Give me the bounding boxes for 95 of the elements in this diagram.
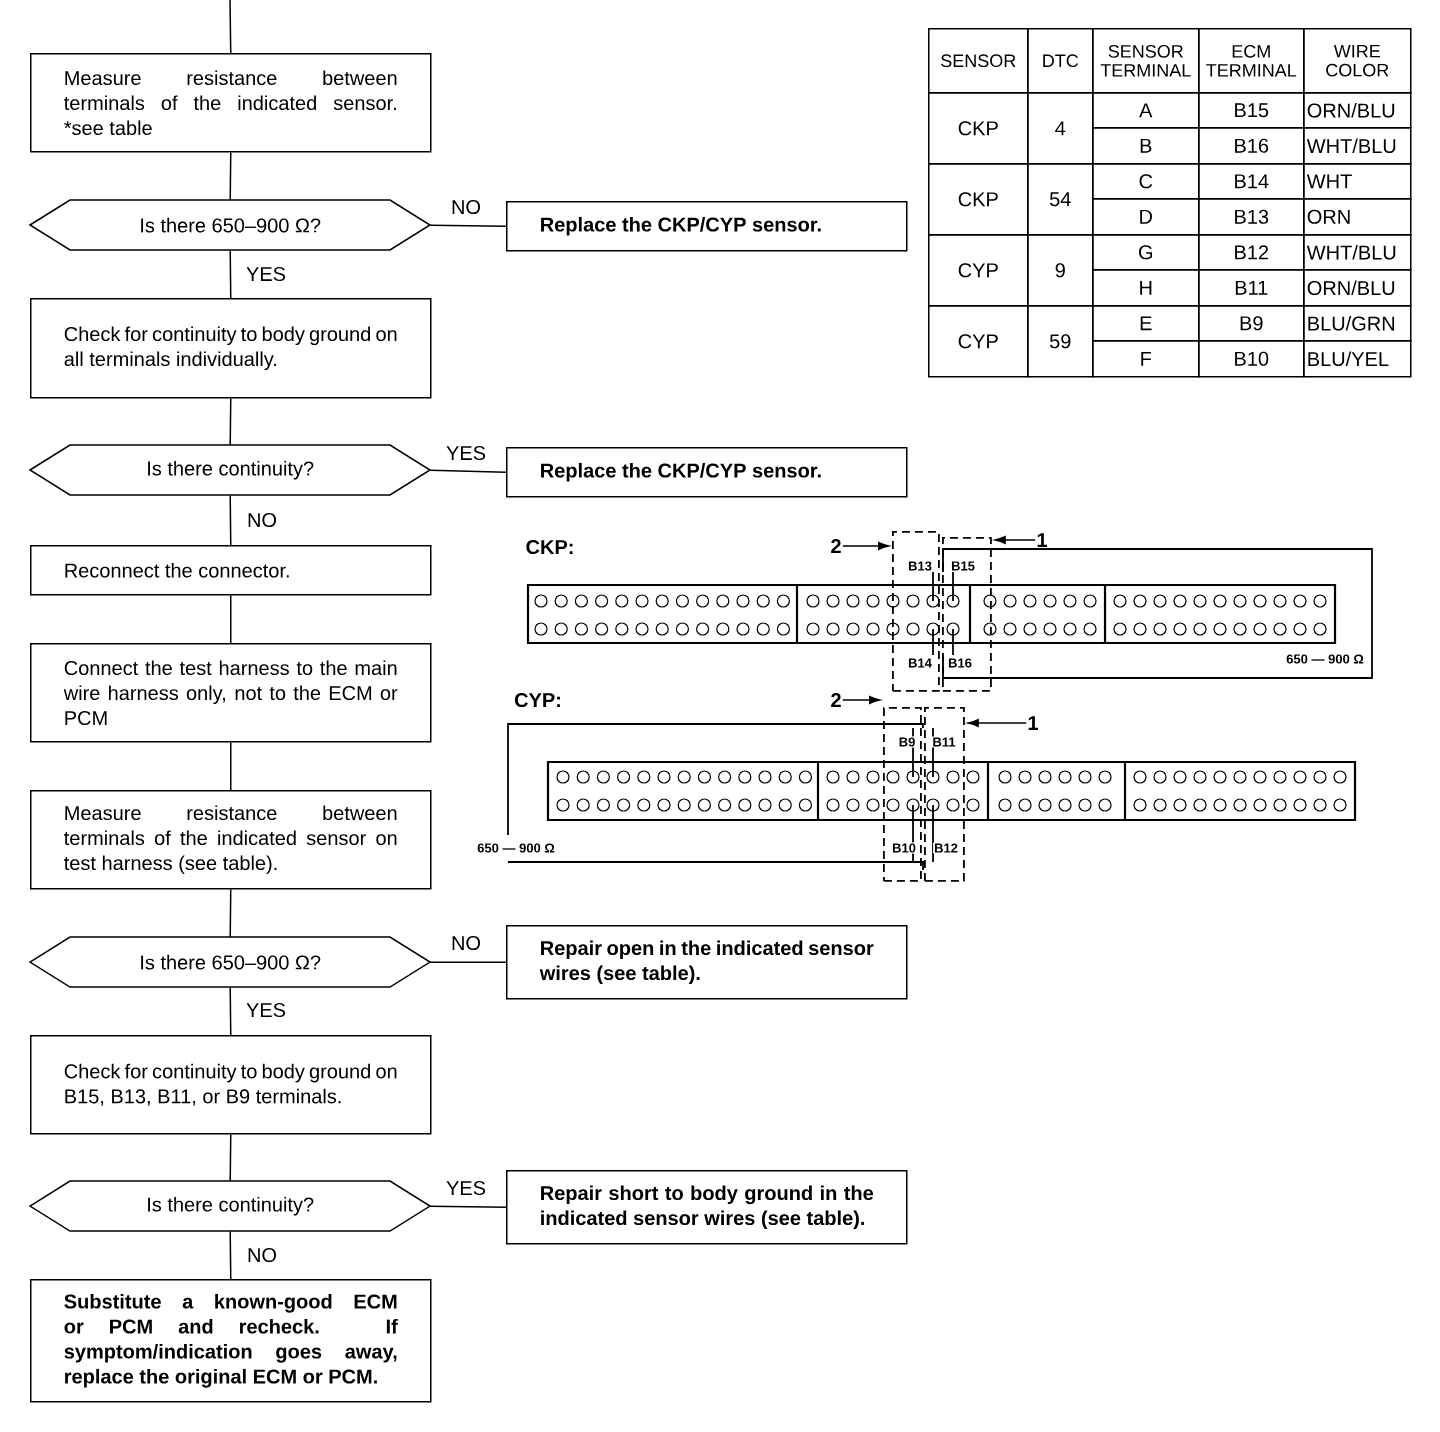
table-cell: B9 — [1198, 305, 1305, 342]
table-cell: ORN — [1303, 198, 1412, 236]
table-cell: CYP — [928, 234, 1029, 307]
connector-line — [229, 888, 232, 938]
table-cell: ECM TERMINAL — [1198, 28, 1305, 94]
table-cell: C — [1092, 163, 1200, 200]
table-cell: 54 — [1027, 163, 1094, 236]
connector-label: CYP: — [513, 691, 563, 709]
table-cell: ORN/BLU — [1303, 269, 1412, 307]
pin-label: B15 — [950, 560, 976, 572]
table-cell: B12 — [1198, 234, 1305, 271]
process-box: Repair open in the indicated sensor wires (see table). — [506, 925, 908, 1000]
pin-label: B16 — [947, 657, 973, 669]
edge-label: NO — [452, 199, 481, 215]
pin-label: B14 — [907, 657, 933, 669]
table-cell: WHT — [1303, 163, 1412, 200]
table-cell: D — [1092, 198, 1200, 236]
arrow — [842, 695, 881, 705]
pin-label: B11 — [931, 736, 957, 748]
dashed-box — [883, 707, 922, 882]
table-cell: F — [1092, 340, 1200, 378]
process-box: Check for continuity to body ground on B15, B13, B11, or B9 terminals. — [30, 1035, 432, 1135]
edge-label: YES — [446, 445, 486, 461]
callout-number: 1 — [1037, 533, 1047, 547]
arrow — [994, 535, 1036, 545]
connector-label: CKP: — [524, 538, 576, 556]
dashed-box — [942, 537, 992, 692]
table-cell: SENSOR — [928, 28, 1029, 94]
table-cell: G — [1092, 234, 1200, 271]
connector-line — [429, 1205, 507, 1208]
resistance-label: 650 — 900 Ω — [1285, 653, 1365, 665]
table-cell: 9 — [1027, 234, 1094, 307]
connector-line — [229, 0, 232, 54]
connector-line — [429, 469, 507, 473]
edge-label: NO — [248, 512, 277, 528]
edge-label: NO — [452, 935, 481, 951]
arrow — [842, 541, 890, 551]
table-cell: B15 — [1198, 92, 1305, 129]
process-box: Measure resistance between terminals of the indicated sensor on test harness (see table). — [30, 790, 432, 890]
table-cell: A — [1092, 92, 1200, 129]
table-cell: 59 — [1027, 305, 1094, 378]
connector-line — [229, 249, 232, 299]
pin-label: B13 — [907, 560, 933, 572]
table-cell: BLU/YEL — [1303, 340, 1412, 378]
process-box: Replace the CKP/CYP sensor. — [506, 201, 908, 252]
connector-line — [230, 741, 232, 791]
table-cell: H — [1092, 269, 1200, 307]
pin-label: B10 — [891, 842, 917, 854]
dashed-box — [924, 707, 965, 882]
pin-label: B9 — [897, 736, 917, 748]
pin-label: B12 — [933, 842, 959, 854]
process-box: Connect the test harness to the main wire harness only, not to the ECM or PCM — [30, 643, 432, 743]
table-cell: CYP — [928, 305, 1029, 378]
connector-line — [229, 1133, 232, 1182]
table-cell: B13 — [1198, 198, 1305, 236]
edge-label: YES — [446, 1180, 486, 1196]
table-cell: WHT/BLU — [1303, 127, 1412, 165]
table-cell: B14 — [1198, 163, 1305, 200]
resistance-label: 650 — 900 Ω — [476, 842, 556, 854]
edge-label: NO — [248, 1247, 277, 1263]
process-box: Substitute a known-good ECM or PCM and recheck. If symptom/indication goes away, replace the original ECM or PCM. — [30, 1279, 432, 1403]
table-cell: SENSOR TERMINAL — [1092, 28, 1200, 94]
callout-number: 1 — [1028, 716, 1038, 730]
table-cell: DTC — [1027, 28, 1094, 94]
process-box: Replace the CKP/CYP sensor. — [506, 447, 908, 498]
arrow — [967, 718, 1027, 728]
connector-line — [429, 224, 507, 227]
dashed-box — [892, 531, 940, 692]
table-cell: 4 — [1027, 92, 1094, 165]
connector-line — [229, 397, 232, 446]
table-cell: BLU/GRN — [1303, 305, 1412, 342]
table-cell: B16 — [1198, 127, 1305, 165]
table-cell: B11 — [1198, 269, 1305, 307]
connector-line — [229, 986, 232, 1036]
callout-number: 2 — [831, 539, 841, 553]
table-cell: WIRE COLOR — [1303, 28, 1412, 94]
edge-label: YES — [246, 266, 286, 282]
connector-line — [230, 594, 232, 644]
table-cell: WHT/BLU — [1303, 234, 1412, 271]
table-cell: ORN/BLU — [1303, 92, 1412, 129]
connector-line — [229, 1230, 232, 1280]
process-box: Reconnect the connector. — [30, 545, 432, 596]
table-cell: CKP — [928, 163, 1029, 236]
callout-number: 2 — [831, 693, 841, 707]
process-box: Repair short to body ground in the indicated sensor wires (see table). — [506, 1170, 908, 1245]
table-cell: E — [1092, 305, 1200, 342]
table-cell: B — [1092, 127, 1200, 165]
connector-line — [229, 151, 232, 201]
edge-label: YES — [246, 1002, 286, 1018]
connector-line — [229, 494, 232, 546]
connector-line — [429, 961, 507, 963]
table-cell: B10 — [1198, 340, 1305, 378]
table-cell: CKP — [928, 92, 1029, 165]
process-box: Measure resistance between terminals of the indicated sensor. *see table — [30, 53, 432, 153]
process-box: Check for continuity to body ground on all terminals individually. — [30, 298, 432, 399]
